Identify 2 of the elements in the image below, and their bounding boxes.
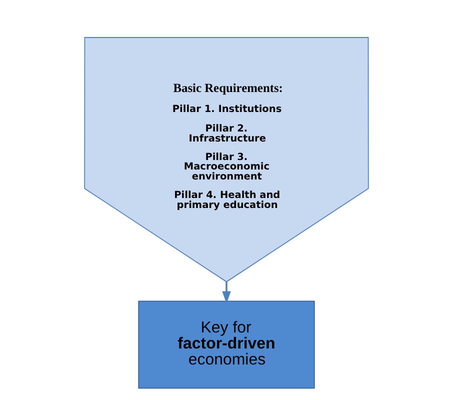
node-box: Key for factor-driven economies	[138, 300, 314, 389]
arrow	[222, 282, 230, 304]
